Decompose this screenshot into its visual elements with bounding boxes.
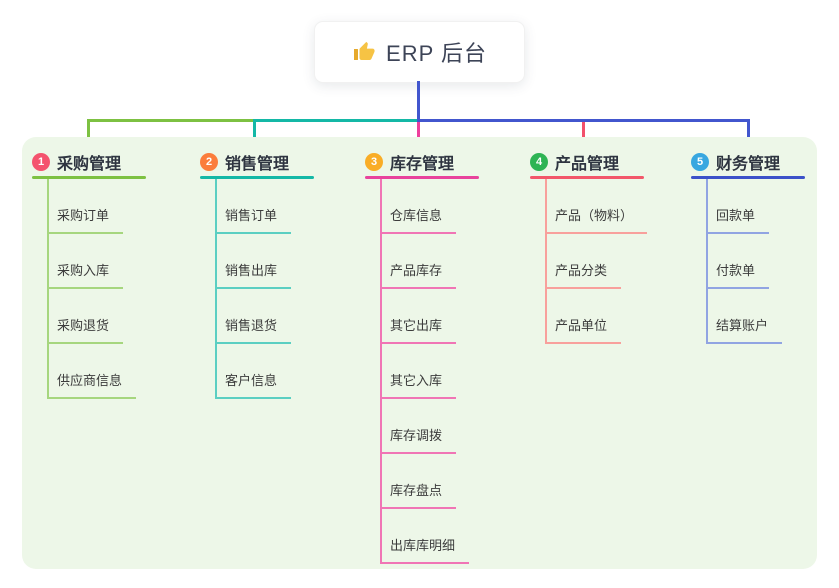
- root-label: ERP 后台: [386, 41, 487, 66]
- branch: 3 库存管理 仓库信息 产品库存 其它出库 其它入库 库存调拨 库存盘点 出库库…: [365, 150, 479, 564]
- child-node[interactable]: 销售退货: [215, 315, 292, 344]
- child-node[interactable]: 仓库信息: [380, 205, 457, 234]
- child-node[interactable]: 付款单: [706, 260, 770, 289]
- branch-node[interactable]: 4 产品管理: [530, 150, 644, 174]
- child-node[interactable]: 结算账户: [706, 315, 783, 344]
- child-node[interactable]: 销售出库: [215, 260, 292, 289]
- connector-bus-left: [87, 119, 255, 122]
- branch-children: 采购订单 采购入库 采购退货 供应商信息: [32, 179, 146, 399]
- branch-trunk-line: [215, 179, 217, 399]
- child-node[interactable]: 出库库明细: [380, 535, 470, 564]
- child-node[interactable]: 库存调拨: [380, 425, 457, 454]
- child-node[interactable]: 供应商信息: [47, 370, 137, 399]
- child-node[interactable]: 销售订单: [215, 205, 292, 234]
- child-node[interactable]: 其它出库: [380, 315, 457, 344]
- child-node-row: 产品分类: [545, 234, 644, 289]
- child-node-row: 采购入库: [47, 234, 146, 289]
- child-node[interactable]: 库存盘点: [380, 480, 457, 509]
- branch-title: 采购管理: [57, 156, 122, 173]
- connector-drop-inventory: [417, 122, 420, 149]
- branch-underline: [530, 176, 644, 179]
- child-node-row: 库存盘点: [380, 454, 479, 509]
- branch-trunk-line: [47, 179, 49, 399]
- child-node-row: 销售退货: [215, 289, 314, 344]
- branch-children: 仓库信息 产品库存 其它出库 其它入库 库存调拨 库存盘点 出库库明细: [365, 179, 479, 564]
- child-node-row: 其它出库: [380, 289, 479, 344]
- child-node-row: 供应商信息: [47, 344, 146, 399]
- branch-node[interactable]: 3 库存管理: [365, 150, 479, 174]
- connector-drop-product: [582, 122, 585, 149]
- branch-number-badge: 1: [32, 153, 50, 171]
- branch: 2 销售管理 销售订单 销售出库 销售退货 客户信息: [200, 150, 314, 399]
- child-node-row: 销售出库: [215, 234, 314, 289]
- branch: 5 财务管理 回款单 付款单 结算账户: [691, 150, 805, 344]
- connector-drop-finance: [747, 119, 750, 149]
- branch-trunk-line: [545, 179, 547, 344]
- branch-node[interactable]: 2 销售管理: [200, 150, 314, 174]
- branch-title: 库存管理: [390, 156, 455, 173]
- branch-number-badge: 3: [365, 153, 383, 171]
- child-node[interactable]: 采购退货: [47, 315, 124, 344]
- child-node-row: 付款单: [706, 234, 805, 289]
- branch-title: 销售管理: [225, 156, 290, 173]
- thumbs-up-icon: [352, 40, 376, 64]
- branch-number-badge: 4: [530, 153, 548, 171]
- branches-panel: 1 采购管理 采购订单 采购入库 采购退货 供应商信息 2 销售管理 销售订单 …: [22, 137, 817, 569]
- child-node-row: 库存调拨: [380, 399, 479, 454]
- child-node[interactable]: 客户信息: [215, 370, 292, 399]
- child-node[interactable]: 采购入库: [47, 260, 124, 289]
- connector-drop-sales: [253, 119, 256, 149]
- connector-bus-middle: [253, 119, 419, 122]
- connector-bus-right: [417, 119, 750, 122]
- branch-children: 回款单 付款单 结算账户: [691, 179, 805, 344]
- child-node[interactable]: 其它入库: [380, 370, 457, 399]
- child-node-row: 产品单位: [545, 289, 644, 344]
- branch-trunk-line: [706, 179, 708, 344]
- branch-node[interactable]: 5 财务管理: [691, 150, 805, 174]
- branch-title: 产品管理: [555, 156, 620, 173]
- root-node[interactable]: ERP 后台: [314, 21, 525, 83]
- branch-underline: [691, 176, 805, 179]
- child-node[interactable]: 回款单: [706, 205, 770, 234]
- child-node-row: 采购订单: [47, 179, 146, 234]
- branch-number-badge: 2: [200, 153, 218, 171]
- child-node-row: 出库库明细: [380, 509, 479, 564]
- child-node-row: 结算账户: [706, 289, 805, 344]
- branch: 4 产品管理 产品（物料） 产品分类 产品单位: [530, 150, 648, 344]
- branch-underline: [365, 176, 479, 179]
- child-node-row: 其它入库: [380, 344, 479, 399]
- connector-drop-purchase: [87, 119, 90, 149]
- branch-underline: [200, 176, 314, 179]
- child-node-row: 采购退货: [47, 289, 146, 344]
- branch-number-badge: 5: [691, 153, 709, 171]
- child-node[interactable]: 采购订单: [47, 205, 124, 234]
- branch-trunk-line: [380, 179, 382, 564]
- child-node[interactable]: 产品（物料）: [545, 205, 648, 234]
- branch-title: 财务管理: [716, 156, 781, 173]
- child-node[interactable]: 产品分类: [545, 260, 622, 289]
- child-node[interactable]: 产品单位: [545, 315, 622, 344]
- branch-underline: [32, 176, 146, 179]
- child-node-row: 仓库信息: [380, 179, 479, 234]
- branch-children: 产品（物料） 产品分类 产品单位: [530, 179, 648, 344]
- branch-node[interactable]: 1 采购管理: [32, 150, 146, 174]
- connector-root-stem: [417, 81, 420, 122]
- child-node[interactable]: 产品库存: [380, 260, 457, 289]
- branch: 1 采购管理 采购订单 采购入库 采购退货 供应商信息: [32, 150, 146, 399]
- child-node-row: 客户信息: [215, 344, 314, 399]
- child-node-row: 产品库存: [380, 234, 479, 289]
- branch-children: 销售订单 销售出库 销售退货 客户信息: [200, 179, 314, 399]
- child-node-row: 回款单: [706, 179, 805, 234]
- child-node-row: 产品（物料）: [545, 179, 648, 234]
- child-node-row: 销售订单: [215, 179, 314, 234]
